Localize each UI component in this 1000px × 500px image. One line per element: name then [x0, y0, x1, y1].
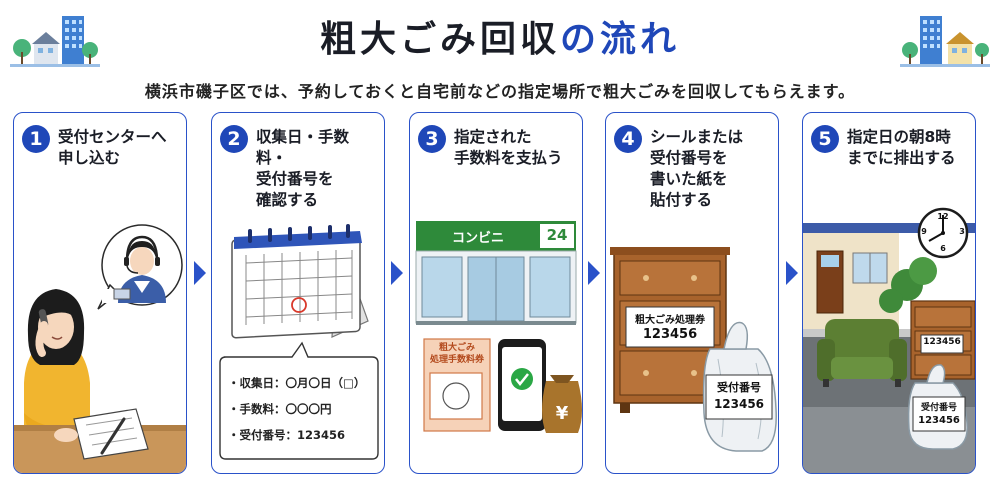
info-card: ・収集日：〇月〇日（□） ・手数料：〇〇〇円 ・受付番号：123456 — [220, 363, 370, 455]
clock-number-12: 12 — [937, 212, 949, 221]
city-buildings-icon — [900, 16, 990, 67]
operator-headset-icon — [97, 224, 183, 310]
title-part-1: 粗大ごみ回収 — [319, 19, 560, 60]
house-icon — [803, 223, 975, 329]
heading-line: 受付センターへ — [58, 128, 167, 146]
garbage-bag-icon — [702, 321, 777, 452]
step-4-card: 4 シールまたは 受付番号を 書いた紙を 貼付する 粗大ごみ処理券 123456… — [605, 112, 779, 474]
heading-line: 貼付する — [650, 191, 713, 209]
yen-bag-icon: ¥ — [542, 375, 582, 433]
clock-icon — [917, 207, 969, 259]
step-heading: 受付センターへ 申し込む — [58, 127, 180, 169]
step-5-illustration — [803, 207, 975, 473]
clock-number-3: 3 — [959, 227, 965, 236]
bushes — [879, 257, 937, 313]
clock-number-6: 6 — [940, 244, 946, 253]
heading-line: 指定された — [454, 128, 532, 146]
step-4-illustration — [610, 247, 777, 452]
ticket-line: 粗大ごみ — [438, 343, 475, 353]
step-5-card: 5 指定日の朝8時 までに排出する 12 3 6 9 123456 受付番号 1… — [802, 112, 976, 474]
heading-line: 受付番号を — [256, 170, 334, 188]
heading-line: 書いた紙を — [650, 170, 728, 188]
step-heading: 収集日・手数料・ 受付番号を 確認する — [256, 127, 378, 211]
city-buildings-icon — [10, 16, 100, 67]
title-part-2: の流れ — [560, 19, 681, 60]
bag-label: 受付番号 — [920, 403, 957, 413]
step-number: 2 — [220, 125, 248, 153]
heading-line: 収集日・手数料・ — [256, 128, 350, 167]
heading-line: までに排出する — [847, 149, 956, 167]
ticket-label: 粗大ごみ 処理手数料券 — [424, 342, 490, 366]
ticket-icon — [423, 338, 491, 432]
calendar-icon — [231, 224, 369, 339]
step-heading: 指定日の朝8時 までに排出する — [847, 127, 969, 169]
flow-arrow-icon — [391, 261, 403, 285]
memo-pen-icon — [73, 408, 149, 460]
step-heading: 指定された 手数料を支払う — [454, 127, 576, 169]
sticker-number: 123456 — [642, 327, 698, 342]
step-2-card: 2 収集日・手数料・ 受付番号を 確認する ・収集日：〇月〇日（□） ・手数料：… — [211, 112, 385, 474]
page-subtitle: 横浜市磯子区では、予約しておくと自宅前などの指定場所で粗大ごみを回収してもらえま… — [144, 82, 856, 101]
store-sign: コンビニ — [452, 231, 505, 246]
convenience-store-icon — [415, 221, 577, 325]
clock-number-9: 9 — [921, 227, 927, 236]
step-heading: シールまたは 受付番号を 書いた紙を 貼付する — [650, 127, 772, 211]
heading-line: 確認する — [256, 191, 319, 209]
heading-line: 指定日の朝8時 — [847, 128, 951, 146]
flow-arrow-icon — [786, 261, 798, 285]
bag-number: 123456 — [713, 397, 765, 411]
step-number: 5 — [811, 125, 839, 153]
bag-label: 受付番号 — [717, 381, 761, 394]
step-number: 3 — [418, 125, 446, 153]
step-2-illustration — [219, 224, 379, 460]
sofa-icon — [817, 319, 907, 387]
heading-line: シールまたは — [650, 128, 744, 146]
heading-line: 申し込む — [58, 149, 121, 167]
svg-text:¥: ¥ — [556, 403, 569, 424]
sticker-label: 粗大ごみ処理券 — [635, 315, 705, 326]
page-title: 粗大ごみ回収の流れ — [0, 10, 1000, 62]
garbage-bag-icon — [907, 364, 968, 450]
step-1-card: 1 受付センターへ 申し込む — [13, 112, 187, 474]
heading-line: 受付番号を — [650, 149, 728, 167]
heading-line: 手数料を支払う — [454, 149, 563, 167]
info-reception-number: ・受付番号：123456 — [228, 428, 346, 442]
step-1-illustration — [14, 224, 186, 473]
info-collection-date: ・収集日：〇月〇日（□） — [228, 376, 366, 390]
info-fee: ・手数料：〇〇〇円 — [228, 402, 332, 416]
step-3-card: ¥ 3 指定された 手数料を支払う コンビニ 24 粗大ごみ 処理手数料券 — [409, 112, 583, 474]
ticket-line: 処理手数料券 — [429, 355, 484, 365]
step-number: 4 — [614, 125, 642, 153]
flow-arrow-icon — [588, 261, 600, 285]
dresser-sticker-number: 123456 — [923, 337, 961, 347]
flow-arrow-icon — [194, 261, 206, 285]
store-24-sign: 24 — [546, 226, 568, 244]
bag-number: 123456 — [918, 415, 960, 426]
smartphone-check-icon — [498, 339, 546, 431]
step-number: 1 — [22, 125, 50, 153]
step-3-illustration: ¥ — [415, 221, 582, 433]
